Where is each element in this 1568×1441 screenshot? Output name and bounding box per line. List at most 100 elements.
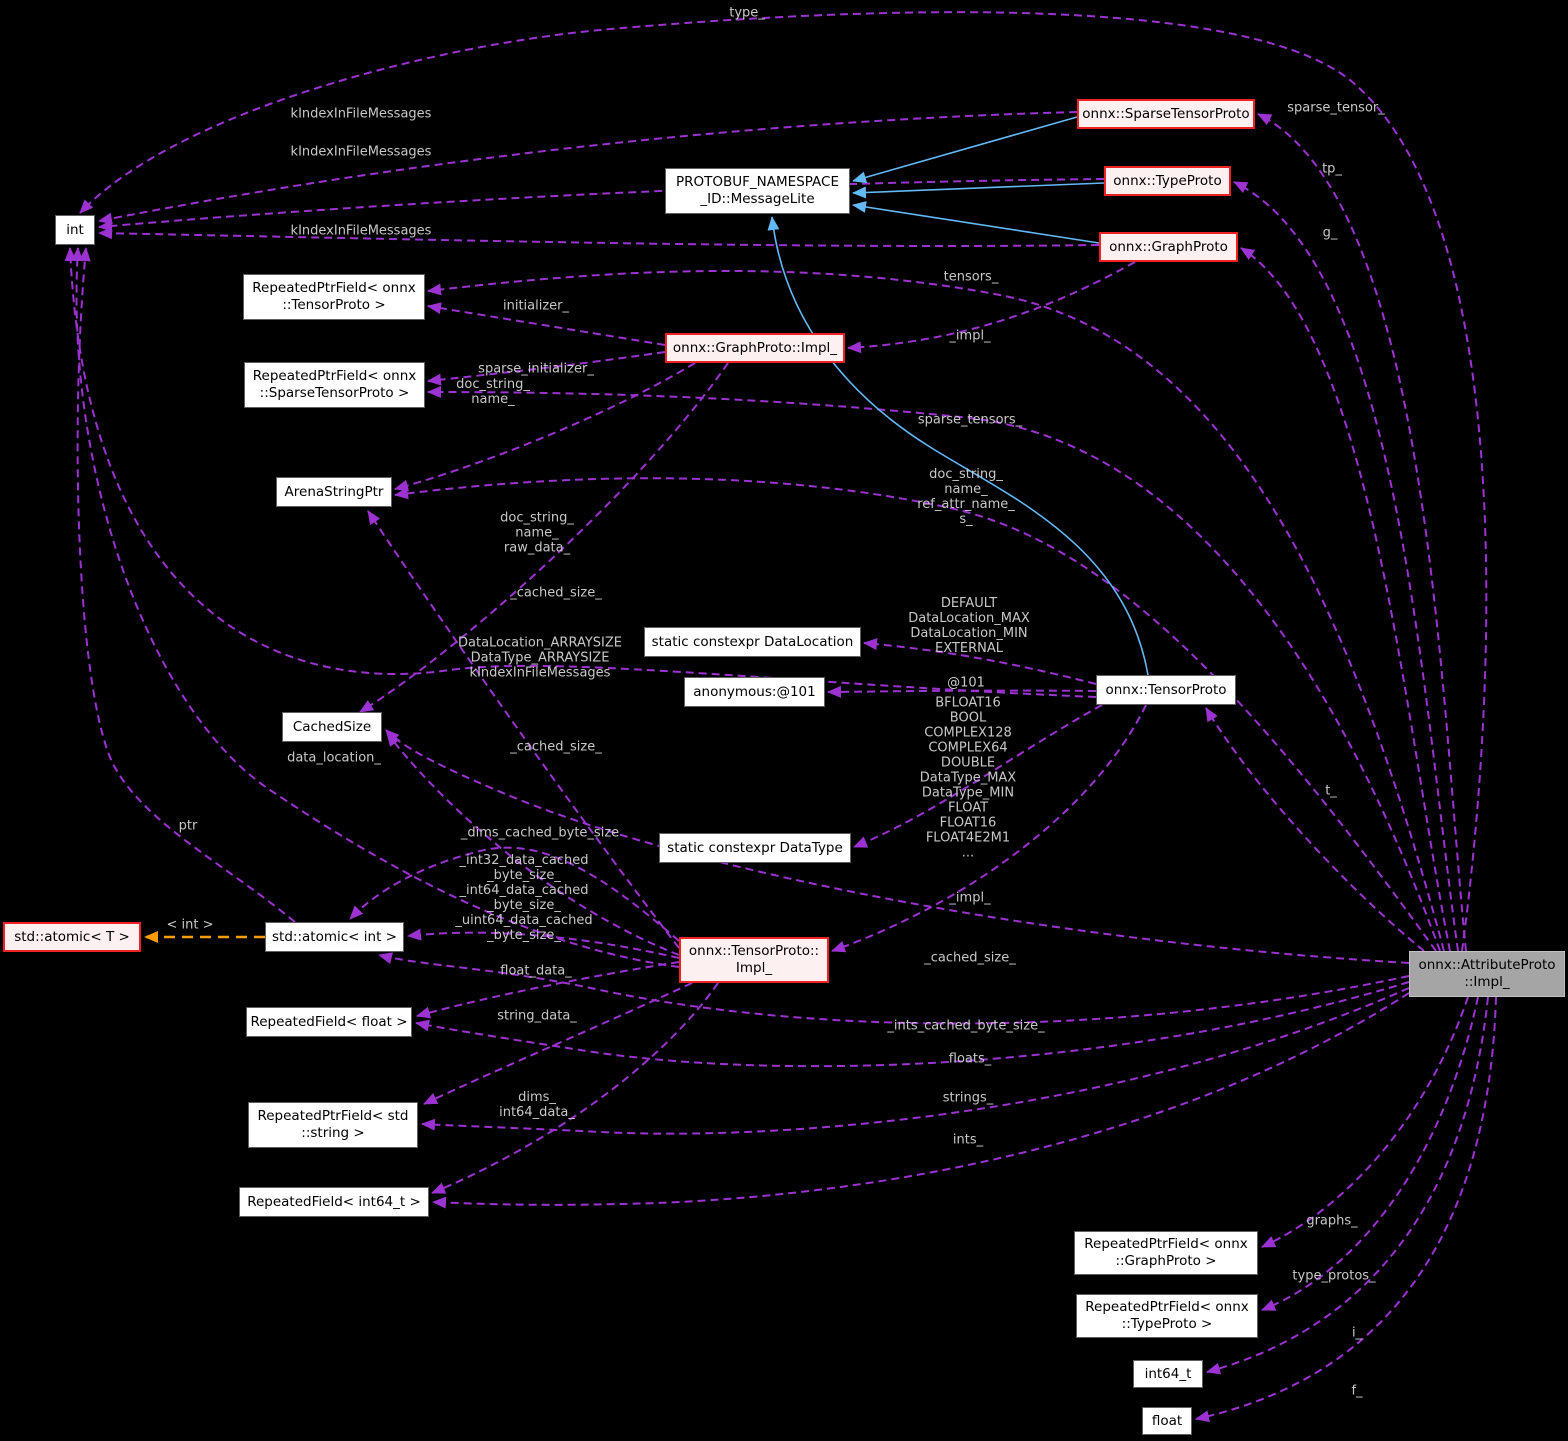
edge-strings bbox=[421, 987, 1410, 1135]
node-tensor-proto-impl[interactable]: onnx::TensorProto:: Impl_ bbox=[679, 937, 829, 983]
label-impl-tensor: _impl_ bbox=[949, 890, 991, 906]
label-dims-int64-data: dims_ int64_data_ bbox=[499, 1090, 575, 1120]
label-datatype-block: BFLOAT16 BOOL COMPLEX128 COMPLEX64 DOUBL… bbox=[919, 695, 1017, 861]
node-float: float bbox=[1142, 1407, 1192, 1435]
edge-kindex-graph bbox=[98, 227, 1100, 247]
edge-cached2 bbox=[386, 732, 680, 956]
label-kindex-c: kIndexInFileMessages bbox=[290, 223, 432, 239]
label-type: type_ bbox=[729, 5, 765, 21]
node-rf-float: RepeatedField< float > bbox=[246, 1007, 412, 1037]
label-tp: tp_ bbox=[1322, 161, 1342, 177]
node-message-lite: PROTOBUF_NAMESPACE _ID::MessageLite bbox=[665, 168, 850, 214]
edge-kindex-type bbox=[98, 178, 1105, 232]
edge-initializer bbox=[427, 302, 666, 346]
edge-ints-cached bbox=[378, 952, 1410, 1025]
edge-doc-attr bbox=[394, 477, 1437, 952]
label-doc-string-attr: doc_string_ name_ ref_attr_name_ s_ bbox=[917, 467, 1015, 527]
label-arraysize-block: DataLocation_ARRAYSIZE DataType_ARRAYSIZ… bbox=[458, 635, 622, 681]
edge-doc-graph bbox=[394, 362, 696, 492]
edge-data-location bbox=[71, 247, 680, 968]
node-rpf-tensor-proto: RepeatedPtrField< onnx ::TensorProto > bbox=[243, 274, 425, 320]
node-rpf-sparse-tensor-proto: RepeatedPtrField< onnx ::SparseTensorPro… bbox=[244, 362, 425, 408]
edge-f bbox=[1195, 996, 1497, 1423]
node-rpf-graph-proto: RepeatedPtrField< onnx ::GraphProto > bbox=[1074, 1231, 1258, 1275]
edge-t bbox=[1205, 707, 1425, 952]
edge-cached3 bbox=[385, 729, 1410, 964]
label-i: i_ bbox=[1351, 1325, 1363, 1341]
label-kindex-a: kIndexInFileMessages bbox=[290, 106, 432, 122]
label-string-data: string_data_ bbox=[497, 1008, 577, 1024]
label-default-block: DEFAULT DataLocation_MAX DataLocation_MI… bbox=[908, 596, 1030, 656]
edge-tensors bbox=[427, 269, 1445, 952]
edge-dims-cached bbox=[349, 846, 680, 942]
node-int64-t: int64_t bbox=[1133, 1360, 1203, 1388]
label-data-location: data_location_ bbox=[287, 750, 381, 766]
edge-kindex-sparse bbox=[98, 111, 1078, 225]
inherit-type-messagelite bbox=[852, 182, 1105, 199]
label-floats: floats_ bbox=[948, 1051, 992, 1067]
label-impl-graph: _impl_ bbox=[949, 328, 991, 344]
node-int: int bbox=[55, 215, 95, 245]
node-std-atomic-int: std::atomic< int > bbox=[265, 922, 404, 952]
node-rpf-type-proto: RepeatedPtrField< onnx ::TypeProto > bbox=[1076, 1294, 1258, 1338]
edge-string-data bbox=[423, 982, 693, 1105]
edge-doc-tensor bbox=[367, 510, 680, 949]
node-data-type: static constexpr DataType bbox=[659, 833, 851, 863]
node-data-location: static constexpr DataLocation bbox=[644, 627, 861, 657]
label-type-protos: type_protos_ bbox=[1292, 1268, 1376, 1284]
label-byte-size-block: _int32_data_cached _byte_size_ _int64_da… bbox=[455, 853, 593, 943]
edge-ints bbox=[432, 992, 1410, 1209]
label-strings: strings_ bbox=[942, 1090, 994, 1106]
edge-sparse-tensors bbox=[427, 386, 1441, 952]
edge-default-block bbox=[863, 638, 1097, 685]
node-rf-int64: RepeatedField< int64_t > bbox=[239, 1187, 429, 1217]
edge-floats bbox=[415, 981, 1410, 1068]
edge-sparse-tensor bbox=[1257, 113, 1467, 952]
edge-i bbox=[1206, 996, 1489, 1375]
node-graph-proto[interactable]: onnx::GraphProto bbox=[1099, 232, 1238, 262]
label-kindex-b: kIndexInFileMessages bbox=[290, 144, 432, 160]
node-cached-size: CachedSize bbox=[282, 712, 382, 742]
node-tensor-proto[interactable]: onnx::TensorProto bbox=[1096, 675, 1236, 705]
label-g: g_ bbox=[1322, 225, 1338, 241]
label-sparse-initializer: sparse_initializer_ bbox=[478, 361, 594, 377]
node-anonymous-101: anonymous:@101 bbox=[684, 677, 825, 707]
edge-sparse-initializer bbox=[427, 351, 666, 386]
node-arena-string-ptr: ArenaStringPtr bbox=[276, 477, 392, 507]
label-doc-string-tensor: doc_string_ name_ raw_data_ bbox=[500, 510, 574, 556]
label-ints-cached-byte-size: _ints_cached_byte_size_ bbox=[887, 1018, 1045, 1034]
edge-impl-tensor bbox=[831, 704, 1147, 953]
label-cached-size-3: _cached_size_ bbox=[924, 950, 1016, 966]
inherit-sparse-messagelite bbox=[852, 116, 1078, 184]
edge-graphs bbox=[1261, 996, 1469, 1248]
node-sparse-tensor-proto[interactable]: onnx::SparseTensorProto bbox=[1077, 99, 1255, 129]
edge-impl-graph bbox=[847, 261, 1136, 354]
label-f: f_ bbox=[1351, 1383, 1363, 1399]
label-float-data: float_data_ bbox=[500, 963, 572, 979]
node-graph-proto-impl[interactable]: onnx::GraphProto::Impl_ bbox=[665, 333, 845, 363]
label-ints: ints_ bbox=[952, 1132, 984, 1148]
label-dims-cached-byte-size: _dims_cached_byte_size bbox=[460, 825, 620, 841]
label-sparse-tensor: sparse_tensor_ bbox=[1287, 100, 1385, 116]
edge-float-data bbox=[416, 961, 680, 1019]
edge-dims-int64 bbox=[431, 982, 719, 1194]
edge-datatype-block bbox=[853, 704, 1103, 848]
label-tensors: tensors_ bbox=[943, 269, 999, 285]
inherit-tensor-messagelite bbox=[767, 216, 1149, 676]
label-cached-size-2: _cached_size_ bbox=[510, 739, 602, 755]
edge-tp bbox=[1233, 181, 1459, 952]
edge-type-protos bbox=[1261, 996, 1479, 1311]
label-at101: @101 bbox=[947, 675, 985, 691]
edge-bytesize-block bbox=[407, 928, 680, 959]
label-ptr: ptr bbox=[178, 818, 198, 834]
label-sparse-tensors: sparse_tensors_ bbox=[917, 412, 1023, 428]
node-attribute-proto-impl: onnx::AttributeProto ::Impl_ bbox=[1409, 951, 1565, 997]
label-t: t_ bbox=[1325, 783, 1337, 799]
edge-cached1 bbox=[359, 362, 729, 713]
label-template-int: < int > bbox=[166, 917, 214, 933]
node-type-proto[interactable]: onnx::TypeProto bbox=[1104, 166, 1231, 196]
node-rpf-string: RepeatedPtrField< std ::string > bbox=[248, 1102, 418, 1148]
edge-g bbox=[1240, 247, 1451, 952]
node-std-atomic-t[interactable]: std::atomic< T > bbox=[3, 922, 141, 952]
